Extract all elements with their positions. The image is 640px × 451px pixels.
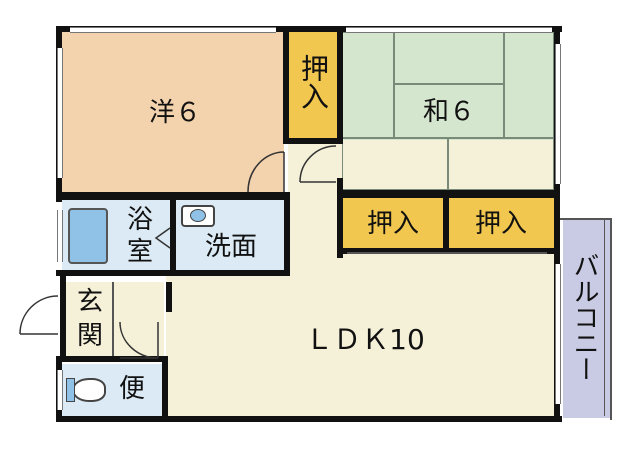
balcony-rail-right bbox=[610, 218, 612, 420]
door-japanese-icon bbox=[299, 145, 337, 183]
label-bath-line1: 浴 bbox=[126, 205, 153, 235]
label-balcony: バルコニー bbox=[569, 252, 599, 382]
tatami-mat bbox=[394, 32, 504, 84]
window-bath bbox=[57, 210, 63, 262]
tatami-mat bbox=[394, 84, 504, 138]
outer-wall-right bbox=[554, 26, 560, 422]
wall-bath-wash bbox=[170, 196, 176, 276]
toilet-bowl-icon bbox=[72, 378, 106, 402]
tatami-mat bbox=[342, 138, 448, 190]
window-west bbox=[57, 48, 63, 178]
label-closet-right: 押入 bbox=[474, 209, 527, 239]
outer-wall-bottom bbox=[56, 416, 562, 422]
wall-japanese-left-lower bbox=[337, 178, 343, 258]
closet-mid bbox=[342, 198, 444, 250]
tatami-mat bbox=[342, 32, 394, 138]
western-room bbox=[62, 32, 284, 194]
wall-closet-japanese bbox=[337, 26, 343, 144]
window-top-japanese bbox=[346, 27, 552, 33]
entrance-step-line bbox=[112, 282, 114, 356]
wall-closet-bottom bbox=[283, 138, 343, 144]
window-toilet bbox=[57, 370, 63, 410]
wall-closets-bottom bbox=[337, 248, 559, 254]
balcony bbox=[563, 218, 611, 418]
label-entrance-line2: 関 bbox=[76, 321, 103, 351]
tatami-mat bbox=[504, 32, 554, 138]
label-closet-mid: 押入 bbox=[366, 209, 419, 239]
bathtub-icon bbox=[68, 208, 108, 264]
entrance-wall-left bbox=[60, 274, 66, 360]
window-right-japanese bbox=[555, 44, 561, 184]
door-toilet-icon bbox=[119, 321, 159, 359]
wall-wash-ldk bbox=[284, 196, 290, 276]
window-right-ldk bbox=[555, 264, 561, 404]
closet-sliding-track bbox=[347, 252, 547, 254]
wall-entrance-bottom bbox=[60, 356, 168, 362]
label-japanese-room: 和６ bbox=[422, 97, 475, 127]
toilet-tank-icon bbox=[66, 378, 75, 402]
door-entrance-icon bbox=[19, 295, 59, 335]
label-toilet: 便 bbox=[118, 374, 145, 404]
ldk-room-lower bbox=[166, 268, 290, 420]
label-closet-top: 押入 bbox=[297, 54, 330, 110]
label-bath-line2: 室 bbox=[126, 237, 153, 267]
label-western-room: 洋６ bbox=[148, 98, 201, 128]
door-bath-icon bbox=[154, 227, 171, 249]
outer-wall-top bbox=[56, 26, 562, 32]
wall-ldk-stub bbox=[166, 282, 172, 312]
door-western-icon bbox=[247, 151, 285, 193]
wall-western-closet bbox=[283, 26, 289, 144]
label-ldk: ＬＤＫ10 bbox=[305, 323, 425, 356]
entrance bbox=[66, 282, 114, 356]
closet-right bbox=[448, 198, 554, 250]
balcony-rail-inner bbox=[604, 220, 605, 416]
label-washroom: 洗面 bbox=[204, 232, 257, 262]
closet-top bbox=[288, 32, 338, 138]
entrance-step bbox=[114, 282, 164, 356]
label-entrance-line1: 玄 bbox=[76, 287, 103, 317]
tatami-mat bbox=[448, 138, 554, 190]
wall-closets-divider bbox=[443, 194, 449, 252]
wash-basin-bowl-icon bbox=[190, 209, 206, 222]
window-top-western bbox=[70, 27, 276, 33]
ldk-room bbox=[288, 140, 556, 420]
balcony-rail-top bbox=[560, 218, 612, 220]
wall-toilet-right bbox=[162, 356, 168, 422]
